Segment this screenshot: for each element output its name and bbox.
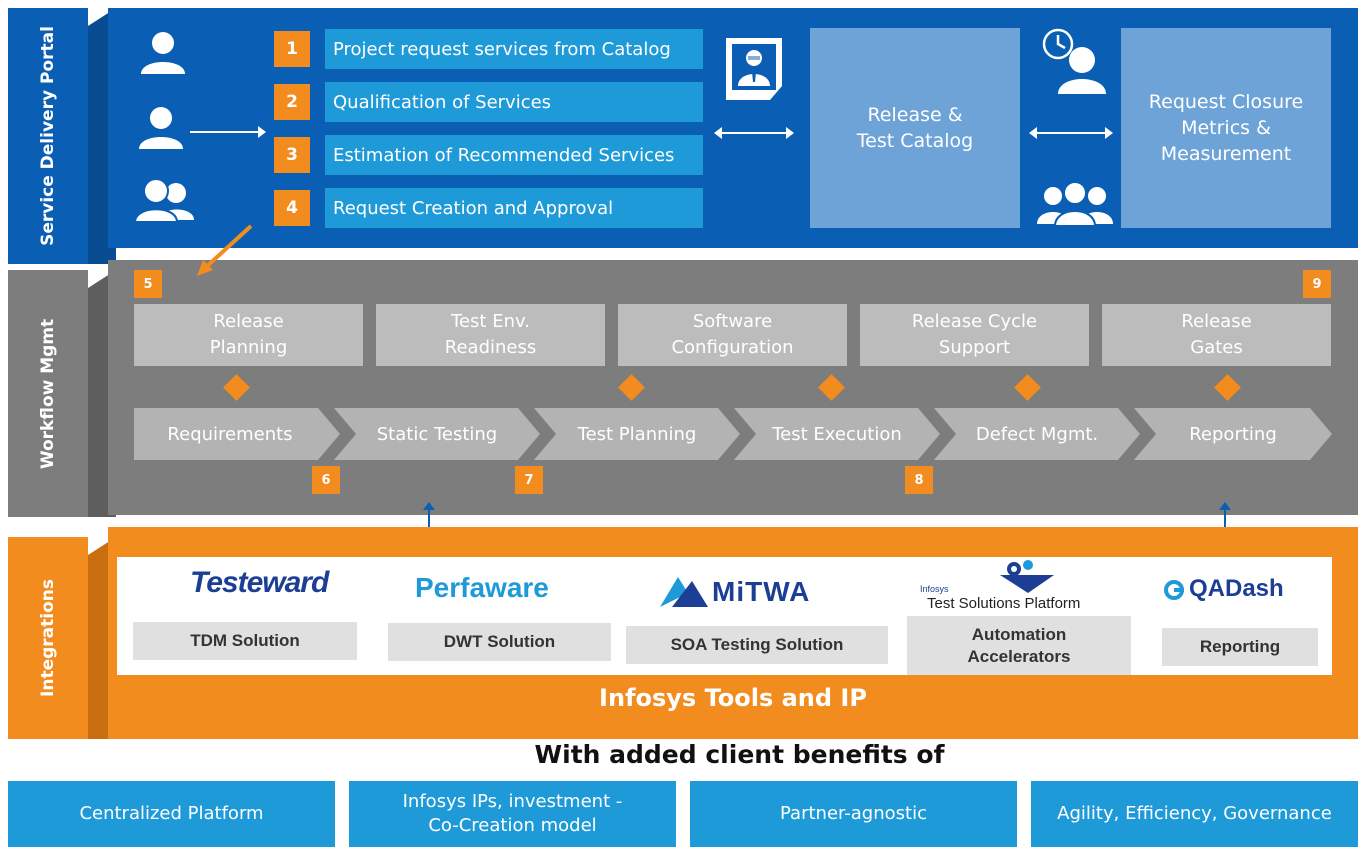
release-planning-box: Release Planning [134, 304, 363, 366]
test-env-line-2: Readiness [444, 337, 537, 358]
side-label-sdp: Service Delivery Portal [8, 8, 116, 264]
step-number-3: 3 [274, 137, 310, 173]
side-label-workflow-text: Workflow Mgmt [38, 318, 58, 469]
side-label-integrations-text: Integrations [38, 579, 58, 697]
step-number-5: 5 [134, 270, 162, 298]
benefit-agility: Agility, Efficiency, Governance [1031, 781, 1358, 847]
clock-user-icon [1042, 28, 1106, 94]
step-number-4: 4 [274, 190, 310, 226]
workflow-panel [108, 260, 1358, 515]
stage-requirements: Requirements [134, 408, 340, 460]
release-gates-line-2: Gates [1190, 337, 1243, 358]
qadash-logo: QADash [1189, 575, 1284, 602]
step-number-7: 7 [515, 466, 543, 494]
release-gates-box: Release Gates [1102, 304, 1331, 366]
stage-static-testing: Static Testing [334, 408, 540, 460]
automation-accelerators-label: Automation Accelerators [907, 616, 1131, 675]
catalog-line-2: Test Catalog [856, 130, 974, 152]
request-closure-metrics: Request Closure Metrics & Measurement [1121, 28, 1331, 228]
step-label-4: Request Creation and Approval [325, 188, 703, 228]
test-env-line-1: Test Env. [451, 311, 530, 332]
test-env-readiness-box: Test Env. Readiness [376, 304, 605, 366]
step-label-2: Qualification of Services [325, 82, 703, 122]
user-group-icon [1037, 181, 1113, 227]
automation-line-1: Automation [971, 624, 1067, 644]
benefit-3-line-1: Partner-agnostic [780, 803, 927, 824]
benefit-partner-agnostic: Partner-agnostic [690, 781, 1017, 847]
stage-defect-mgmt: Defect Mgmt. [934, 408, 1140, 460]
user-icon [141, 32, 185, 74]
side-label-workflow: Workflow Mgmt [8, 270, 116, 517]
closure-line-2: Metrics & [1181, 117, 1271, 139]
step-number-8: 8 [905, 466, 933, 494]
test-solutions-platform-logo: Test Solutions Platform [927, 595, 1081, 612]
gear-funnel-icon [1000, 560, 1054, 593]
step-number-9: 9 [1303, 270, 1331, 298]
step-label-3: Estimation of Recommended Services [325, 135, 703, 175]
closure-link-arrow [1029, 127, 1113, 139]
side-label-integrations: Integrations [8, 537, 116, 739]
closure-line-3: Measurement [1160, 143, 1292, 165]
software-config-line-2: Configuration [671, 337, 794, 358]
software-config-line-1: Software [692, 311, 773, 332]
automation-line-2: Accelerators [967, 646, 1071, 666]
qadash-logo-icon [1164, 580, 1184, 600]
infosys-tools-banner: Infosys Tools and IP [599, 684, 867, 712]
stage-reporting: Reporting [1134, 408, 1332, 460]
step-number-2: 2 [274, 84, 310, 120]
benefit-4-line-1: Agility, Efficiency, Governance [1057, 803, 1332, 824]
benefit-2-line-1: Infosys IPs, investment - [402, 791, 623, 812]
stage-test-execution: Test Execution [734, 408, 940, 460]
tdm-solution-label: TDM Solution [133, 622, 357, 660]
benefit-1-line-1: Centralized Platform [79, 803, 264, 824]
benefits-title: With added client benefits of [534, 740, 945, 769]
release-test-catalog: Release & Test Catalog [810, 28, 1020, 228]
release-planning-line-2: Planning [209, 337, 288, 358]
step-label-1: Project request services from Catalog [325, 29, 703, 69]
catalog-line-1: Release & [867, 104, 963, 126]
flow-arrow-right [190, 126, 266, 138]
benefit-2-line-2: Co-Creation model [428, 815, 597, 836]
release-cycle-line-1: Release Cycle [911, 311, 1038, 332]
release-cycle-support-box: Release Cycle Support [860, 304, 1089, 366]
benefit-centralized-platform: Centralized Platform [8, 781, 335, 847]
release-gates-line-1: Release [1181, 311, 1252, 332]
connector-arrow [197, 224, 253, 276]
testeward-logo: Testeward [190, 566, 329, 599]
reporting-label: Reporting [1162, 628, 1318, 666]
step-number-6: 6 [312, 466, 340, 494]
catalog-link-arrow [714, 127, 794, 139]
dwt-solution-label: DWT Solution [388, 623, 611, 661]
perfaware-logo: Perfaware [415, 572, 549, 603]
mitwa-logo: MiTWA [712, 576, 811, 607]
infosys-small-logo: Infosys [920, 584, 949, 594]
soa-testing-solution-label: SOA Testing Solution [626, 626, 888, 664]
release-planning-line-1: Release [213, 311, 284, 332]
step-number-1: 1 [274, 31, 310, 67]
user-group-icon [134, 178, 194, 223]
user-icon [139, 107, 183, 149]
benefit-infosys-ips: Infosys IPs, investment - Co-Creation mo… [349, 781, 676, 847]
profile-card-icon [726, 38, 782, 100]
closure-line-1: Request Closure [1148, 91, 1304, 113]
software-configuration-box: Software Configuration [618, 304, 847, 366]
side-label-sdp-text: Service Delivery Portal [38, 26, 58, 246]
mitwa-logo-icon [660, 577, 708, 607]
stage-test-planning: Test Planning [534, 408, 740, 460]
release-cycle-line-2: Support [938, 337, 1011, 358]
